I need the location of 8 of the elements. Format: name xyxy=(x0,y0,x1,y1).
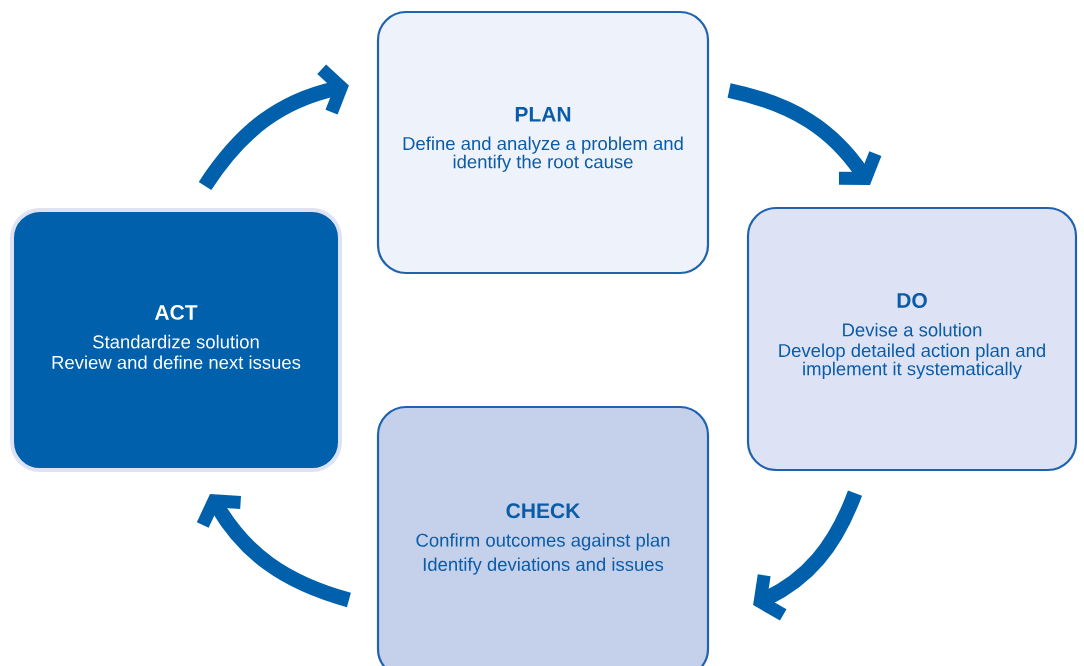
process-box: CHECK Confirm outcomes against plan Identify deviations and issues xyxy=(376,405,710,666)
arrow xyxy=(198,64,349,191)
process-box: DO Devise a solution Develop detailed action plan and implement it systematically xyxy=(746,206,1078,472)
arrow xyxy=(753,490,862,621)
process-box: ACT Standardize solution Review and define next issues xyxy=(10,208,342,472)
arrow xyxy=(196,494,352,608)
process-box: PLAN Define and analyze a problem and identify the root cause xyxy=(376,10,710,275)
arrow xyxy=(727,83,882,185)
